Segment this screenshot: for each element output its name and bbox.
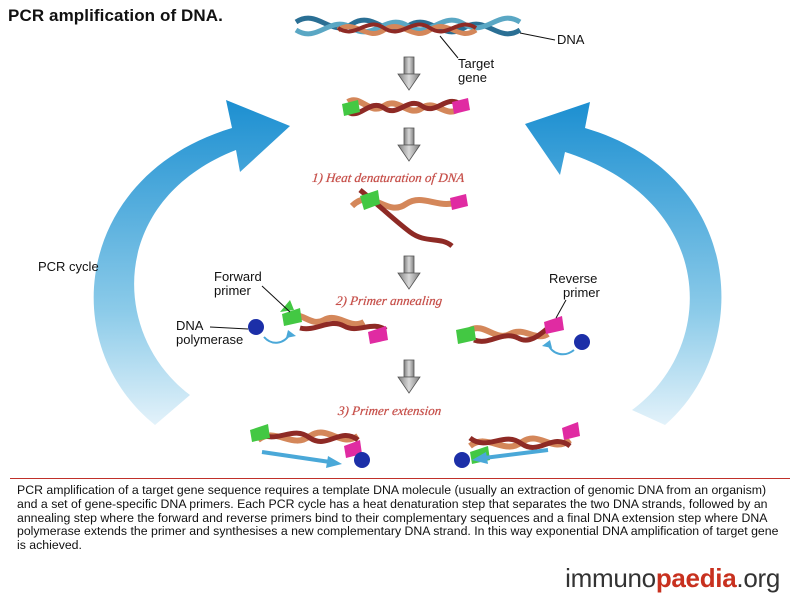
- cycle-arrow-right: [525, 102, 722, 425]
- page-title: PCR amplification of DNA.: [8, 6, 224, 25]
- section-divider: [10, 478, 790, 479]
- step-primer-annealing: 2) Primer annealing: [335, 293, 443, 308]
- reverse-primer-label-line2: primer: [563, 285, 600, 300]
- dna-polymerase-left: [248, 319, 296, 344]
- target-gene-helix: [342, 97, 470, 117]
- down-arrow: [397, 127, 421, 162]
- dna-leader-line: [519, 32, 556, 41]
- logo-prefix: immuno: [565, 563, 656, 593]
- dna-label: DNA: [557, 32, 585, 47]
- reverse-primer-leader-line: [555, 299, 567, 319]
- target-gene-label-line2: gene: [458, 70, 487, 85]
- forward-primer-label-line1: Forward: [214, 269, 262, 284]
- logo-suffix: .org: [736, 563, 780, 593]
- cycle-arrow-left: [93, 100, 290, 425]
- forward-primer-label-line2: primer: [214, 283, 251, 298]
- target-gene-leader-line: [439, 35, 459, 59]
- dna-polymerase-label-line1: DNA: [176, 318, 204, 333]
- annealing-right-strand: [456, 316, 564, 344]
- logo-brand: paedia: [655, 563, 737, 593]
- dna-polymerase-label-line2: polymerase: [176, 332, 244, 347]
- forward-primer-leader-line: [261, 285, 291, 313]
- down-arrow: [397, 359, 421, 394]
- denatured-strands: [349, 188, 468, 249]
- extension-right-product: [454, 422, 580, 468]
- description-text: PCR amplification of a target gene seque…: [17, 483, 779, 553]
- polymerase-leader-line: [209, 326, 249, 330]
- extension-left-product: [250, 424, 370, 468]
- immunopaedia-logo: immunopaedia.org: [565, 563, 780, 594]
- step-primer-extension: 3) Primer extension: [337, 403, 443, 418]
- step-heat-denaturation: 1) Heat denaturation of DNA: [311, 170, 466, 185]
- target-gene-label-line1: Target: [458, 56, 495, 71]
- annealing-left-strand: [280, 300, 388, 344]
- dna-polymerase-right: [542, 334, 590, 356]
- pcr-cycle-label: PCR cycle: [38, 259, 99, 274]
- down-arrow: [397, 56, 421, 91]
- genomic-dna-helix: [294, 15, 522, 37]
- down-arrow: [397, 255, 421, 290]
- reverse-primer-label-line1: Reverse: [549, 271, 598, 286]
